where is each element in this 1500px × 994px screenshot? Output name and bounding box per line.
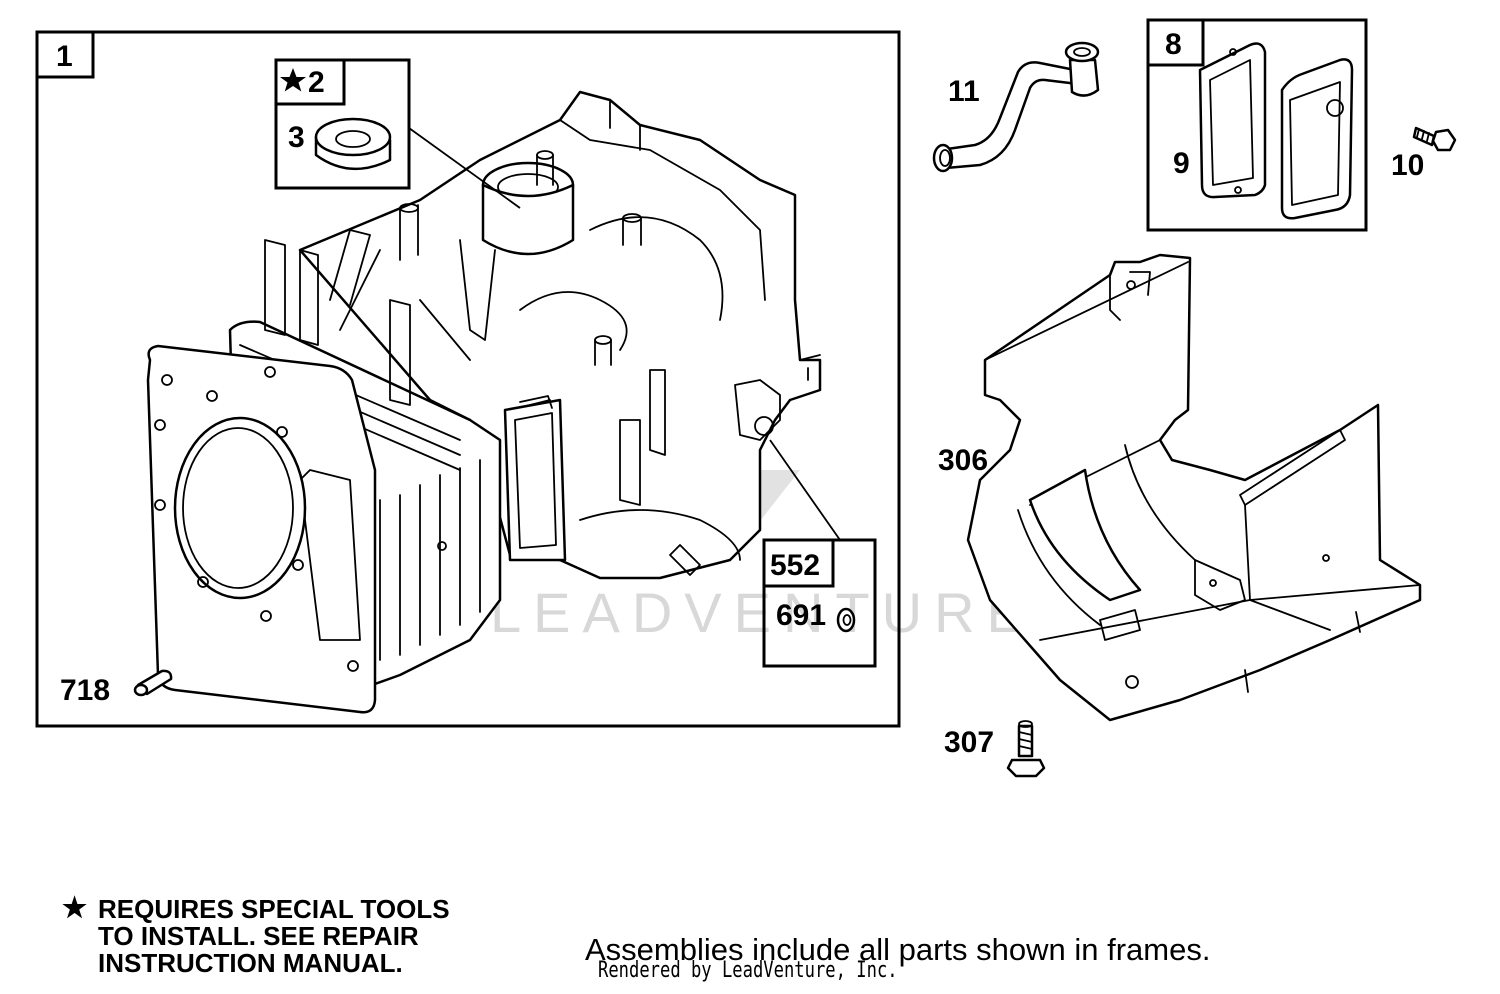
callout-breather-gasket: 9 [1173, 147, 1190, 180]
cylinder-block [146, 90, 822, 714]
frame-seal: 2 3 [274, 58, 521, 209]
callout-deflector: 306 [938, 444, 988, 477]
assemblies-note: Assemblies include all parts shown in fr… [585, 932, 1211, 967]
deflector-screw-group: 307 [944, 720, 1046, 778]
screw-group: 10 [1391, 126, 1457, 182]
callout-breather-tube: 11 [948, 75, 980, 108]
air-deflector [966, 253, 1422, 722]
note-line-1: REQUIRES SPECIAL TOOLS [98, 894, 450, 924]
callout-screw: 10 [1391, 149, 1424, 182]
callout-seal-ring: 3 [288, 121, 305, 154]
frame-oil-fill-label-box [762, 538, 835, 588]
dowel-pin [133, 669, 173, 697]
star-icon [280, 68, 306, 92]
callout-deflector-screw: 307 [944, 726, 994, 759]
breather-tube [932, 41, 1100, 173]
breather-tube-group: 11 [932, 41, 1100, 173]
note-line-3: INSTRUCTION MANUAL. [98, 948, 403, 978]
frame-seal-label: 2 [308, 66, 325, 99]
frame-oil-fill: 552 691 [762, 439, 877, 668]
star-icon: ★ [62, 892, 88, 923]
note-line-2: TO INSTALL. SEE REPAIR [98, 921, 419, 951]
watermark-text: LEADVENTURE [490, 581, 1036, 644]
breather-gasket [1198, 42, 1267, 199]
frame-breather-label-box [1146, 18, 1205, 67]
oring [836, 607, 856, 633]
frame-breather-label: 8 [1165, 28, 1182, 61]
frame-border [35, 30, 901, 728]
air-deflector-group: 306 [938, 253, 1422, 722]
rendered-by-credit: Rendered by LeadVenture, Inc. [598, 958, 898, 983]
dowel-pin-group: 718 [60, 669, 173, 707]
seal-ring [314, 117, 392, 171]
frame-oil-fill-label: 552 [770, 549, 820, 582]
frame-cylinder-assembly: 1 [35, 30, 901, 728]
frame-label-box [35, 30, 95, 79]
frame-label: 1 [56, 40, 73, 73]
deflector-screw [1006, 720, 1046, 778]
breather-cover [1280, 58, 1354, 220]
frame-breather-border [1146, 18, 1368, 232]
callout-oring: 691 [776, 599, 826, 632]
callout-dowel-pin: 718 [60, 674, 110, 707]
screw [1412, 126, 1457, 152]
special-tools-note-text: REQUIRES SPECIAL TOOLS TO INSTALL. SEE R… [98, 896, 450, 977]
frame-breather: 8 9 [1146, 18, 1368, 232]
frame-seal-label-box [274, 58, 346, 106]
leader-oil-fill [769, 439, 841, 541]
leader-seal [408, 127, 521, 209]
